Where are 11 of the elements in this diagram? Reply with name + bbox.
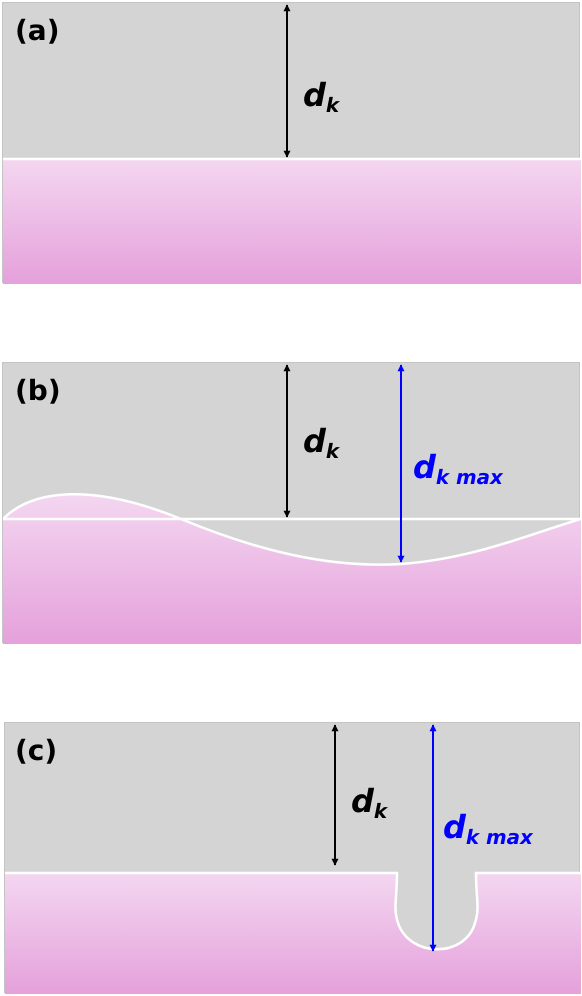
dimension-label: d$_{k max}$ [443,811,533,848]
dimension-label: d$_{k max}$ [413,451,503,488]
dimension-label: d$_{k}$ [303,79,340,116]
dimension-label: d$_{k}$ [351,785,388,822]
cross-section-panel [2,2,580,283]
panel-label: (c) [15,737,58,765]
panel-label: (a) [15,17,60,45]
cross-section-panel [4,722,580,993]
cross-section-panel [2,362,580,643]
panel-label: (b) [15,377,61,405]
dimension-label: d$_{k}$ [303,425,340,462]
